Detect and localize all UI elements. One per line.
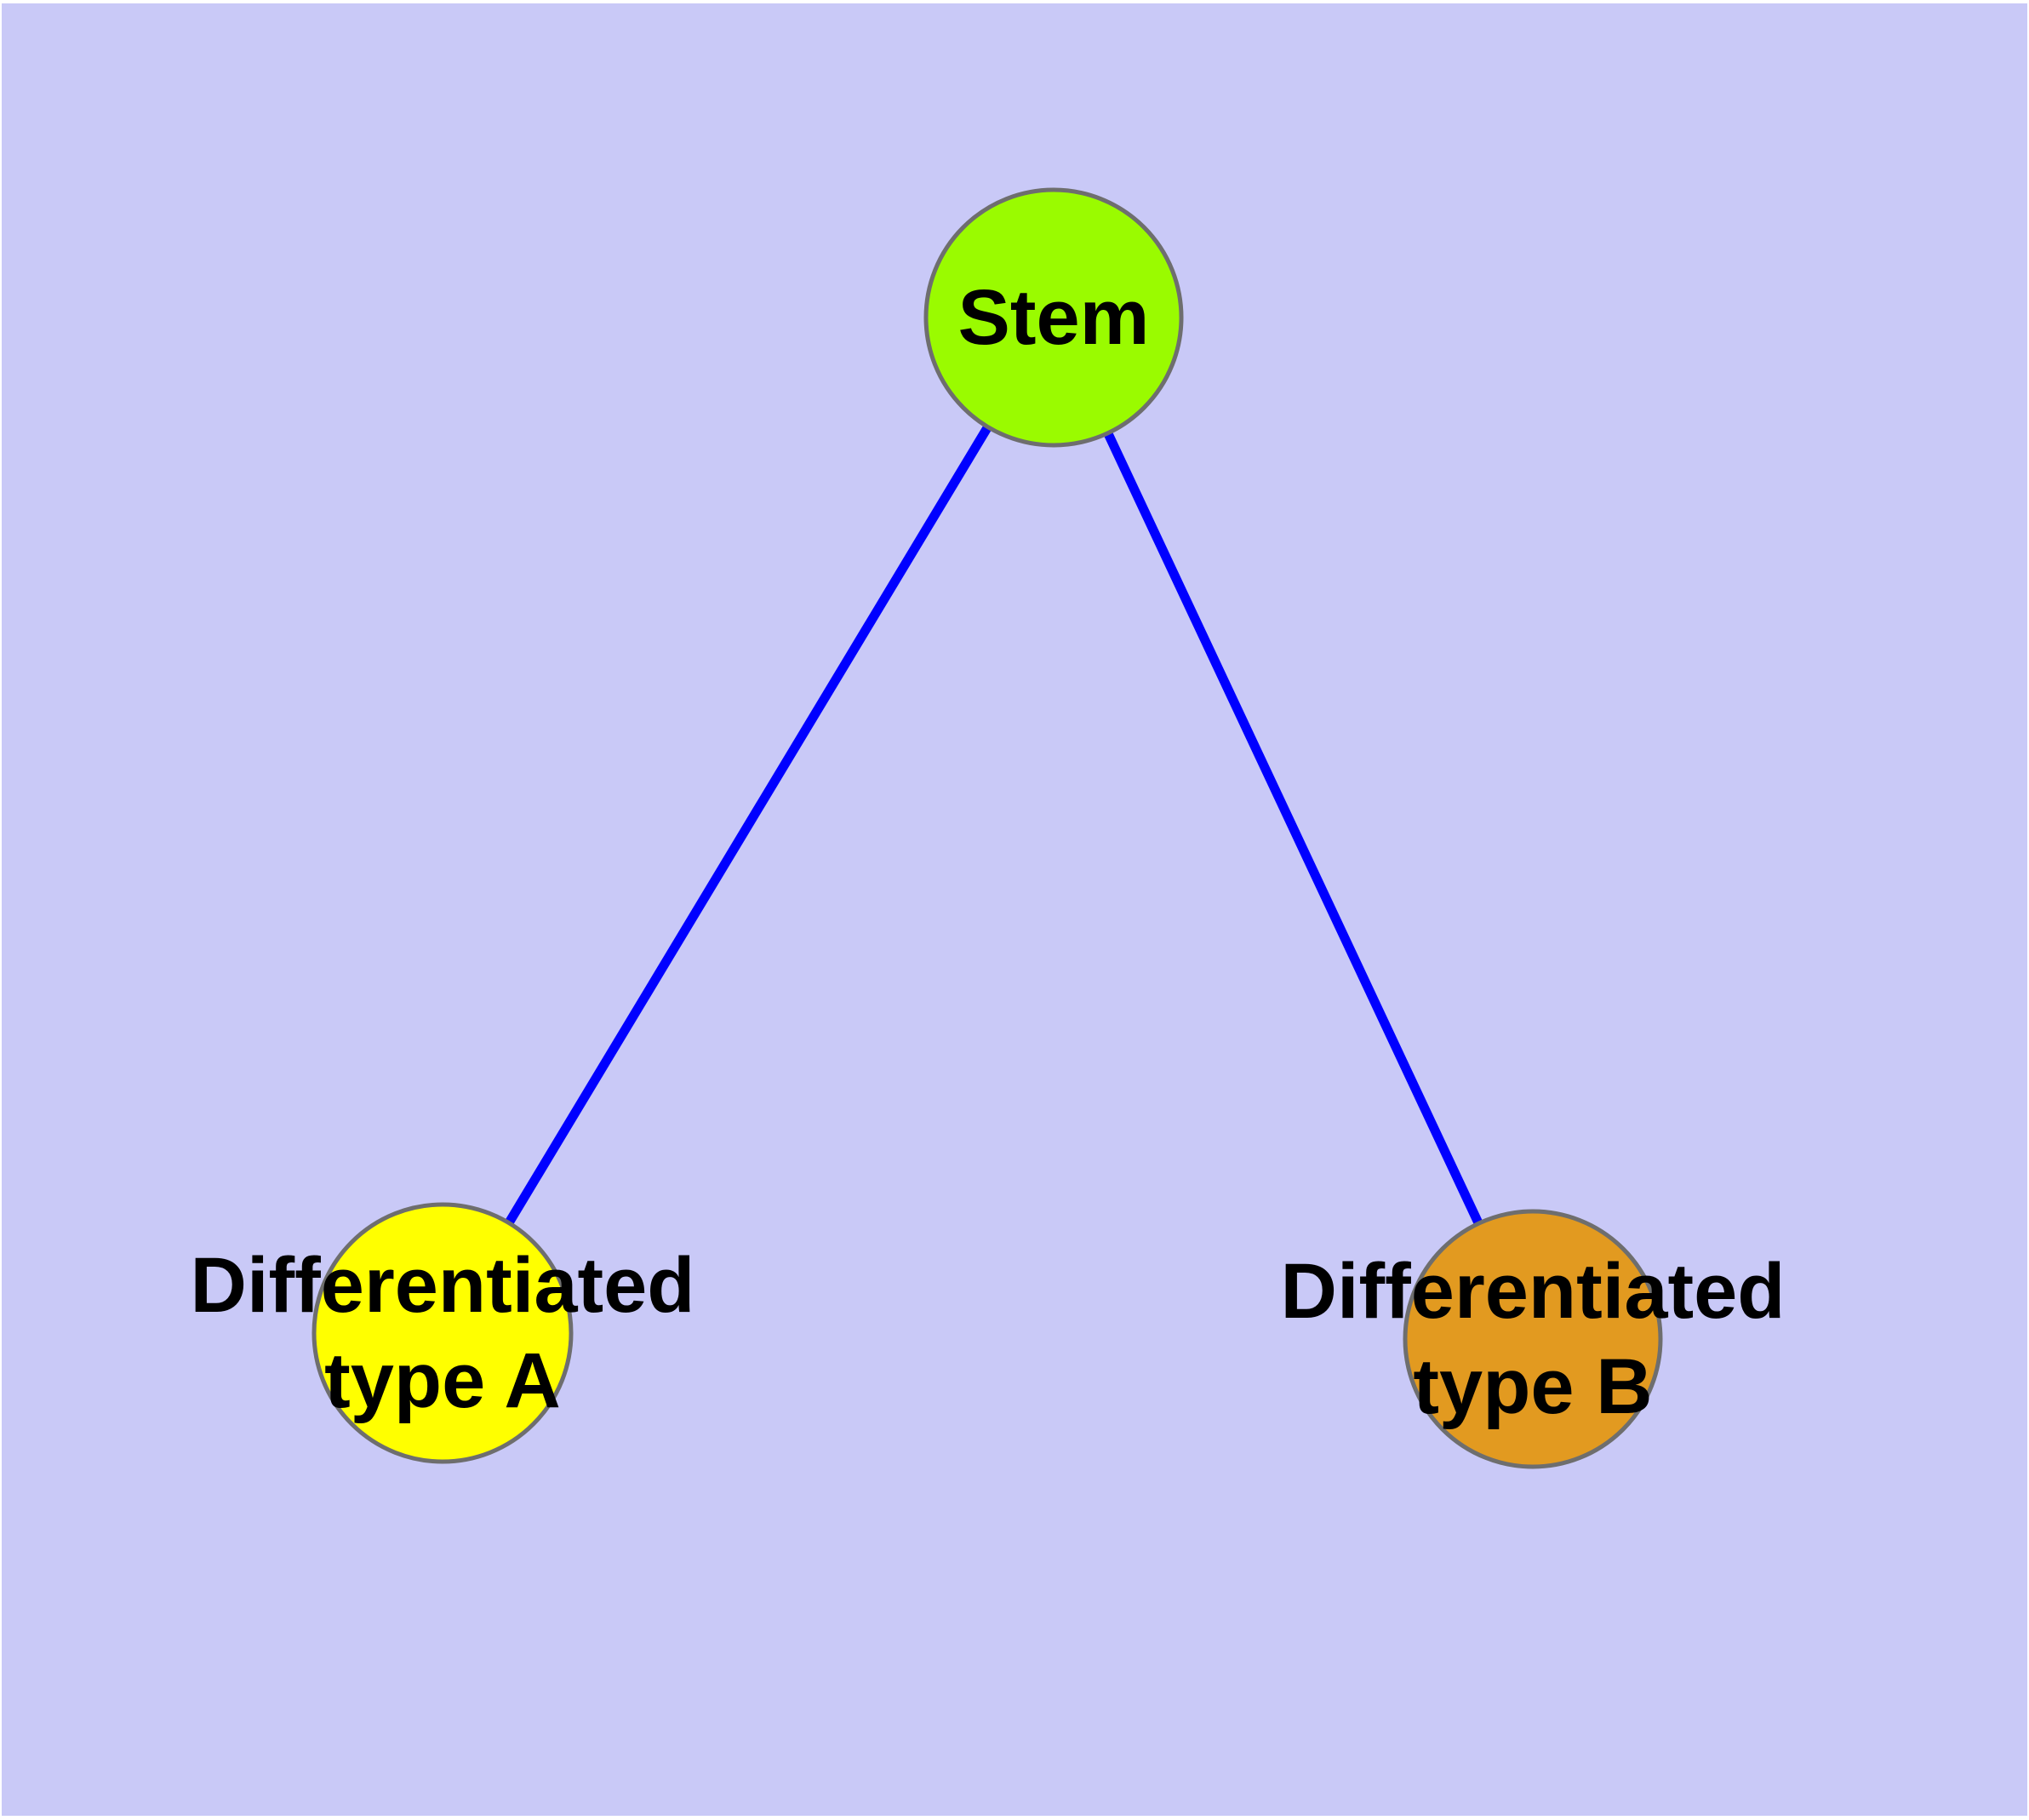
node-differentiated-type-a-label: Differentiated type A (190, 1241, 695, 1424)
node-differentiated-type-b-label: Differentiated type B (1280, 1247, 1786, 1430)
node-differentiated-type-a (311, 1202, 574, 1464)
node-differentiated-type-b (1403, 1209, 1663, 1469)
node-stem-label: Stem (957, 273, 1150, 361)
node-stem (923, 187, 1184, 448)
edge-stem-to-type-a (438, 315, 1058, 1336)
edge-stem-to-type-b (1049, 315, 1537, 1342)
